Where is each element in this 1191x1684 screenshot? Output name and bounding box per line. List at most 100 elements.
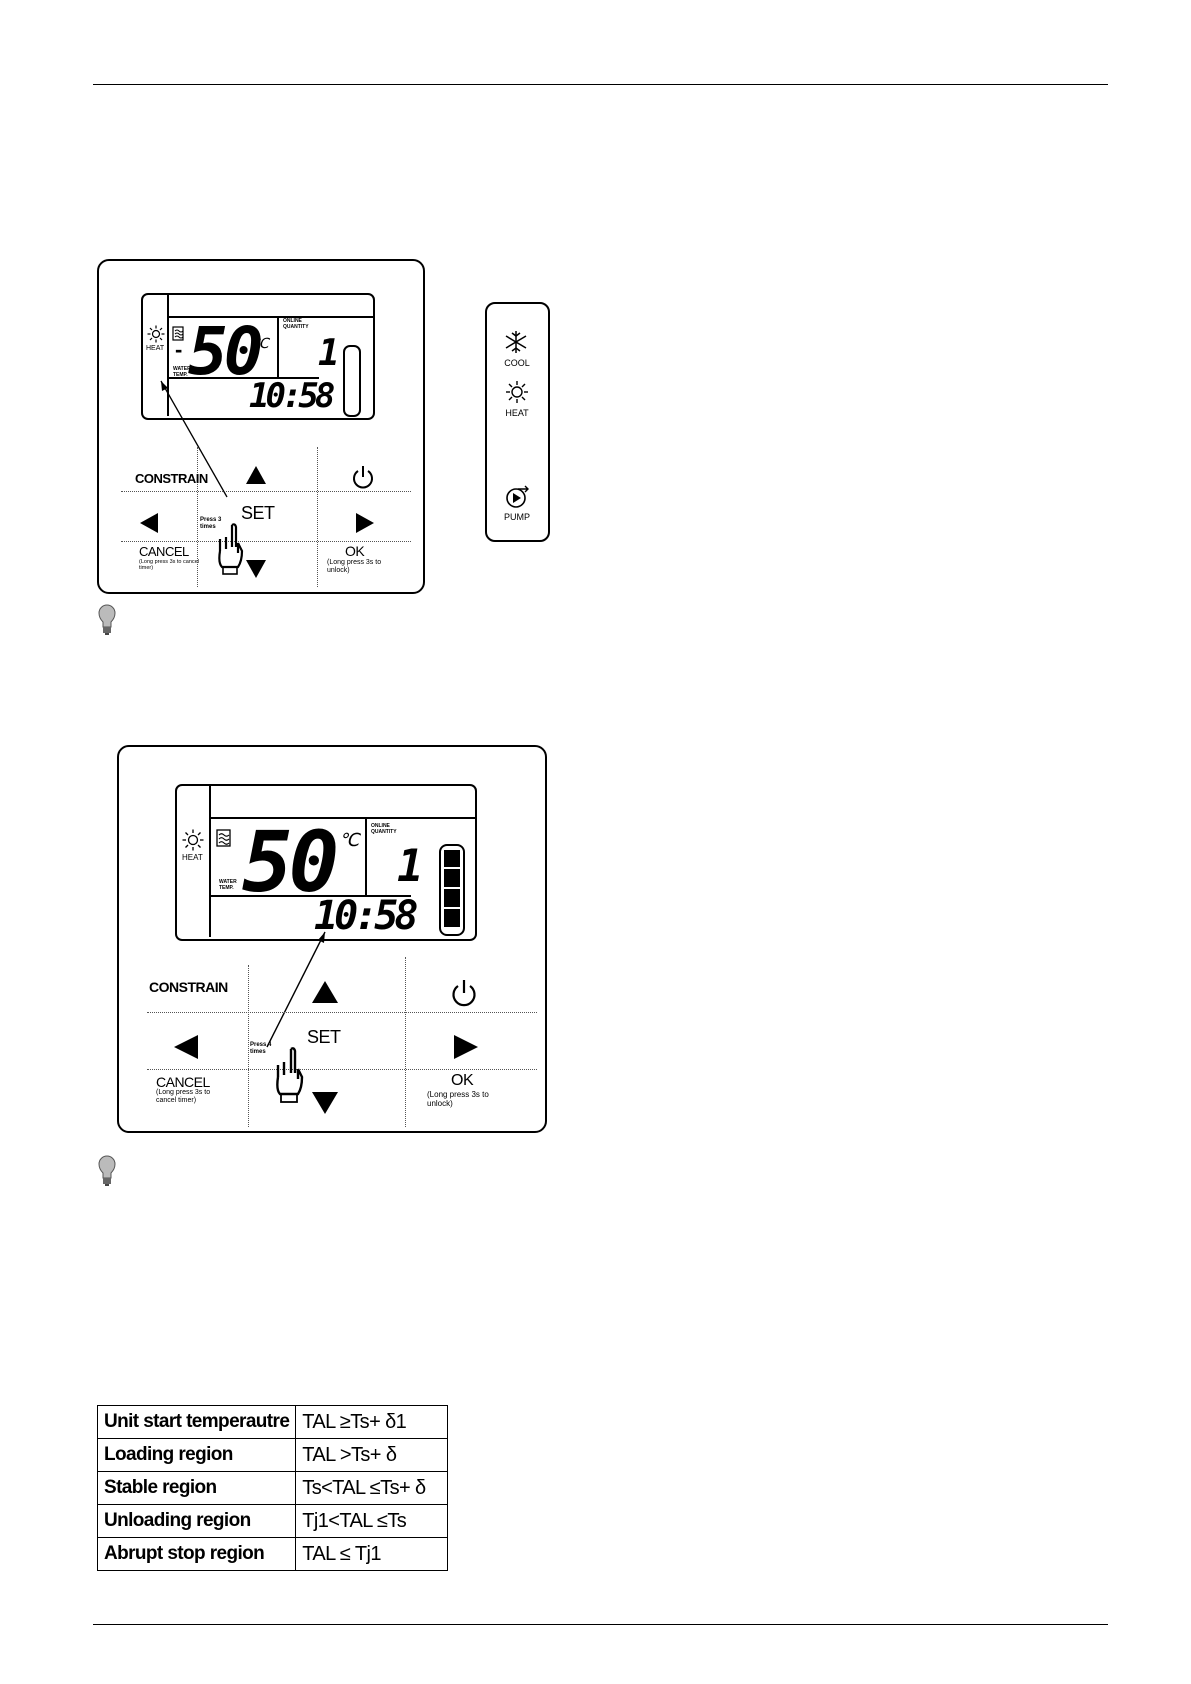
- grid-line-h1: [147, 1012, 537, 1013]
- press-hint: Press 3 times: [200, 517, 222, 530]
- left-arrow-button[interactable]: [139, 512, 159, 534]
- lcd-divider-left: [209, 786, 211, 937]
- cancel-hint: (Long press 3s to cancel timer): [156, 1089, 211, 1105]
- ok-hint: (Long press 3s to unlock): [327, 559, 382, 575]
- pointer-arrow: [266, 931, 326, 1048]
- constrain-button[interactable]: CONSTRAIN: [135, 471, 208, 486]
- set-button[interactable]: SET: [241, 503, 275, 523]
- condition-label: Loading region: [96, 1438, 297, 1472]
- capacity-segment: [444, 850, 460, 867]
- power-icon[interactable]: [350, 464, 376, 490]
- degree-unit: ℃: [253, 335, 269, 351]
- grid-line-h1: [121, 491, 411, 492]
- unit-number: 1: [397, 841, 423, 892]
- up-arrow-button[interactable]: [245, 465, 267, 485]
- sun-icon: [506, 381, 528, 403]
- condition-label: Abrupt stop region: [96, 1537, 297, 1571]
- ok-button[interactable]: OK: [345, 543, 365, 559]
- capacity-segment: [444, 909, 460, 927]
- sun-icon: [182, 829, 204, 851]
- snowflake-icon: [505, 331, 527, 353]
- grid-line-v1: [197, 447, 198, 587]
- degree-unit: ℃: [339, 830, 360, 850]
- hand-pointer-icon: [276, 1047, 304, 1103]
- ok-button[interactable]: OK: [451, 1072, 474, 1089]
- condition-formula: Tj1<TAL ≤Ts: [295, 1504, 449, 1538]
- lcd-divider-bottom: [209, 895, 411, 897]
- lcd-divider-top: [167, 316, 373, 318]
- capacity-segment: [444, 889, 460, 907]
- clock-readout: 10:58: [249, 376, 335, 416]
- grid-line-h2: [147, 1069, 537, 1070]
- lightbulb-icon: [98, 604, 116, 635]
- condition-formula: TAL >Ts+ δ: [295, 1438, 449, 1472]
- grid-line-v2: [405, 957, 406, 1127]
- grid-line-h2: [121, 541, 411, 542]
- condition-label: Unloading region: [96, 1504, 297, 1538]
- unit-number: 1: [318, 333, 340, 374]
- pointer-arrow: [160, 380, 228, 498]
- capacity-segment: [444, 869, 460, 887]
- right-arrow-button[interactable]: [355, 512, 375, 534]
- capacity-bar: [343, 345, 361, 417]
- water-heat-icon: [172, 326, 184, 341]
- cancel-hint: (Long press 3s to cancel timer): [139, 559, 199, 572]
- condition-formula: Ts<TAL ≤Ts+ δ: [295, 1471, 449, 1505]
- mode-label: HEAT: [182, 853, 203, 862]
- right-arrow-button[interactable]: [453, 1034, 479, 1060]
- mode-label: HEAT: [146, 345, 165, 352]
- down-arrow-button[interactable]: [245, 559, 267, 579]
- lightbulb-icon: [98, 1155, 116, 1186]
- down-arrow-button[interactable]: [311, 1091, 339, 1115]
- pump-icon: [506, 485, 529, 508]
- press-hint: Press 4 times: [250, 1042, 272, 1055]
- condition-formula: TAL ≥Ts+ δ1: [295, 1405, 449, 1439]
- grid-line-v2: [317, 447, 318, 587]
- condition-label: Unit start temperautre: [96, 1405, 297, 1439]
- condition-formula: TAL ≤ Tj1: [295, 1537, 449, 1571]
- hand-pointer-icon: [218, 523, 244, 575]
- minus-sign: -: [175, 337, 183, 362]
- power-icon[interactable]: [449, 978, 479, 1008]
- temperature-readout: 50: [188, 313, 264, 390]
- temperature-readout: 50: [242, 813, 339, 911]
- lcd-divider-bottom: [167, 377, 319, 379]
- constrain-button[interactable]: CONSTRAIN: [149, 979, 228, 995]
- clock-readout: 10:58: [314, 893, 418, 939]
- up-arrow-button[interactable]: [311, 980, 339, 1004]
- mode-strip: COOL HEAT PUMP: [485, 302, 550, 542]
- condition-label: Stable region: [96, 1471, 297, 1505]
- grid-line-v1: [248, 965, 249, 1127]
- footer-rule: [93, 1624, 1108, 1625]
- left-arrow-button[interactable]: [173, 1034, 199, 1060]
- heat-label: HEAT: [505, 408, 529, 418]
- water-heat-icon: [216, 829, 231, 847]
- sun-icon: [147, 325, 165, 343]
- cool-label: COOL: [504, 358, 530, 368]
- ok-hint: (Long press 3s to unlock): [427, 1090, 489, 1109]
- set-button[interactable]: SET: [307, 1027, 341, 1047]
- capacity-bar: [439, 844, 465, 936]
- cancel-button[interactable]: CANCEL: [139, 544, 189, 559]
- header-rule: [93, 84, 1108, 85]
- lcd-divider-mid: [365, 817, 367, 895]
- pump-label: PUMP: [503, 512, 530, 522]
- lcd-divider-top: [209, 817, 475, 819]
- cancel-button[interactable]: CANCEL: [156, 1074, 210, 1090]
- lcd-divider-left: [167, 295, 169, 416]
- lcd-divider-mid: [277, 316, 279, 377]
